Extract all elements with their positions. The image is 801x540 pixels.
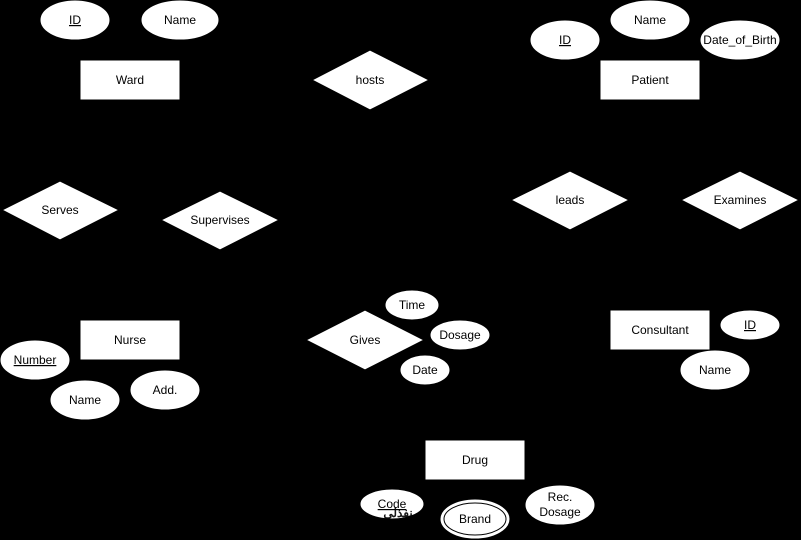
drug-label: Drug (462, 453, 488, 467)
nurse-add-attribute[interactable]: Add. (129, 369, 201, 411)
ward-name-attribute[interactable]: Name (140, 0, 220, 41)
gives-dosage-label: Dosage (439, 328, 481, 342)
watermark-latin: nafezly.com (368, 524, 431, 538)
nurse-number-attribute[interactable]: Number (0, 339, 71, 381)
hosts-relationship[interactable]: hosts (310, 49, 431, 111)
ward-entity[interactable]: Ward (79, 59, 181, 101)
nurse-name-attribute[interactable]: Name (49, 379, 121, 421)
nurse-name-label: Name (69, 393, 101, 407)
patient-dob-label: Date_of_Birth (703, 33, 776, 47)
supervises-label: Supervises (190, 213, 249, 227)
gives-relationship[interactable]: Gives (304, 309, 426, 371)
watermark-arabic: نفذلي (383, 506, 412, 521)
patient-name-attribute[interactable]: Name (609, 0, 691, 41)
drug-code-label: Code (378, 497, 407, 511)
leads-relationship[interactable]: leads (509, 170, 631, 231)
ward-id-attribute[interactable]: ID (39, 0, 111, 41)
watermark: نفذلي nafezly.com (368, 506, 431, 538)
gives-time-attribute[interactable]: Time (384, 289, 440, 321)
nurse-number-label: Number (14, 353, 57, 367)
drug-rec-dosage-label-line2: Dosage (539, 505, 581, 519)
gives-date-label: Date (412, 363, 438, 377)
drug-brand-label: Brand (459, 512, 491, 526)
gives-date-attribute[interactable]: Date (399, 354, 451, 386)
consultant-name-attribute[interactable]: Name (679, 349, 751, 391)
nurse-entity[interactable]: Nurse (79, 319, 181, 361)
patient-dob-attribute[interactable]: Date_of_Birth (699, 19, 781, 61)
patient-label: Patient (631, 73, 669, 87)
gives-time-label: Time (399, 298, 426, 312)
ward-id-label: ID (69, 13, 81, 27)
ward-label: Ward (116, 73, 144, 87)
gives-dosage-attribute[interactable]: Dosage (429, 319, 491, 351)
patient-id-attribute[interactable]: ID (529, 19, 601, 61)
patient-entity[interactable]: Patient (599, 59, 701, 101)
nurse-label: Nurse (114, 333, 146, 347)
examines-label: Examines (714, 193, 767, 207)
gives-label: Gives (350, 333, 381, 347)
drug-code-attribute[interactable]: Code (359, 488, 425, 520)
drug-rec-dosage-label-line1: Rec. (548, 490, 573, 504)
consultant-name-label: Name (699, 363, 731, 377)
serves-label: Serves (41, 203, 78, 217)
hosts-label: hosts (356, 73, 385, 87)
patient-name-label: Name (634, 13, 666, 27)
examines-relationship[interactable]: Examines (679, 170, 801, 231)
drug-brand-attribute[interactable]: Brand (439, 498, 511, 540)
consultant-id-label: ID (744, 318, 756, 332)
consultant-entity[interactable]: Consultant (609, 309, 711, 351)
drug-entity[interactable]: Drug (424, 439, 526, 481)
patient-id-label: ID (559, 33, 571, 47)
ward-name-label: Name (164, 13, 196, 27)
leads-label: leads (556, 193, 585, 207)
supervises-relationship[interactable]: Supervises (159, 190, 281, 251)
consultant-label: Consultant (631, 323, 689, 337)
drug-rec-dosage-attribute[interactable]: Rec. Dosage (524, 484, 596, 526)
serves-relationship[interactable]: Serves (0, 180, 121, 241)
consultant-id-attribute[interactable]: ID (719, 309, 781, 341)
nurse-add-label: Add. (153, 383, 178, 397)
